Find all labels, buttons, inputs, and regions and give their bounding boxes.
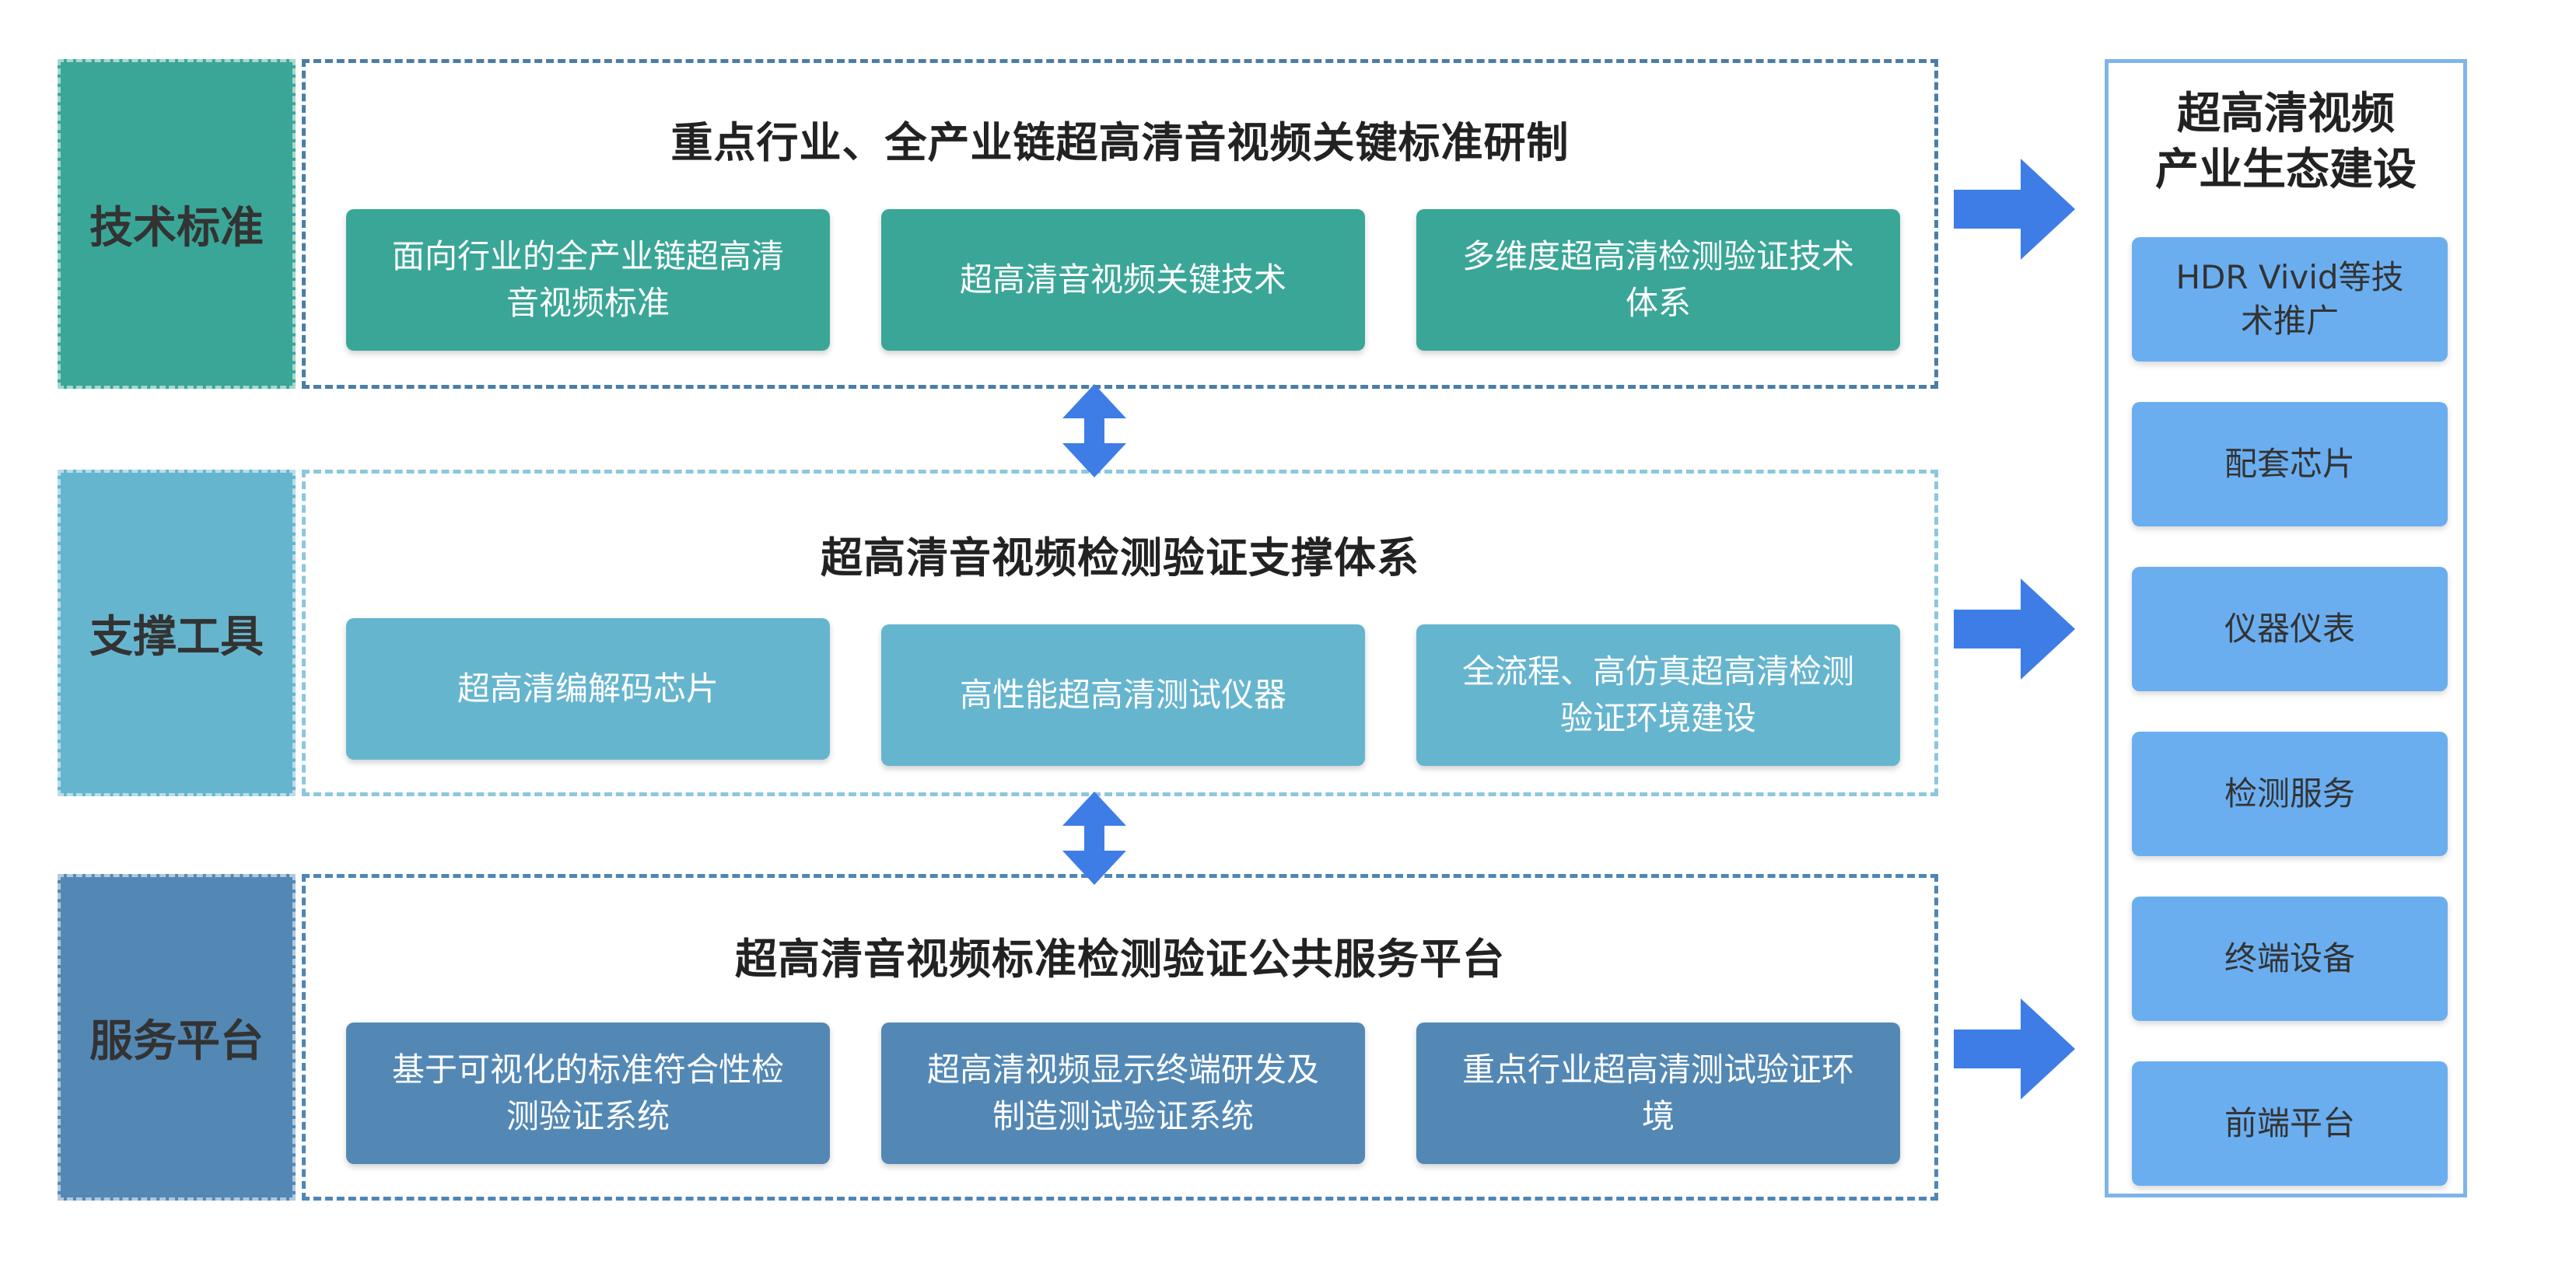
layer-label-text: 服务平台 <box>89 1016 264 1067</box>
ecosystem-panel: 超高清视频 产业生态建设 HDR Vivid等技术推广 配套芯片 仪器仪表 检测… <box>2105 59 2467 1197</box>
ecosystem-title: 超高清视频 产业生态建设 <box>2109 86 2463 198</box>
layer-label-text: 技术标准 <box>89 202 264 253</box>
layer-title: 超高清音视频标准检测验证公共服务平台 <box>735 935 1505 984</box>
ecosystem-item: 终端设备 <box>2132 897 2448 1021</box>
ecosystem-item: 配套芯片 <box>2132 402 2448 526</box>
right-arrow-icon <box>1954 998 2075 1099</box>
tech-item: 多维度超高清检测验证技术体系 <box>1416 209 1900 351</box>
double-arrow-icon <box>1062 792 1126 885</box>
layer-box-support-tools: 超高清音视频检测验证支撑体系 超高清编解码芯片 高性能超高清测试仪器 全流程、高… <box>302 470 1938 796</box>
ecosystem-item: 前端平台 <box>2132 1061 2448 1186</box>
layer-label-text: 支撑工具 <box>89 611 264 662</box>
ecosystem-item: 仪器仪表 <box>2132 567 2448 691</box>
layer-label-tech-standard: 技术标准 <box>58 59 296 389</box>
layer-title: 超高清音视频检测验证支撑体系 <box>821 533 1419 582</box>
layer-title: 重点行业、全产业链超高清音视频关键标准研制 <box>670 118 1570 167</box>
layer-box-service-platform: 超高清音视频标准检测验证公共服务平台 基于可视化的标准符合性检测验证系统 超高清… <box>302 874 1938 1201</box>
tool-item: 超高清编解码芯片 <box>346 618 830 760</box>
ecosystem-item: HDR Vivid等技术推广 <box>2132 237 2448 362</box>
layer-label-service-platform: 服务平台 <box>58 874 296 1201</box>
layer-label-support-tools: 支撑工具 <box>58 470 296 796</box>
double-arrow-icon <box>1062 384 1126 477</box>
service-item: 超高清视频显示终端研发及制造测试验证系统 <box>881 1023 1365 1164</box>
ecosystem-title-line1: 超高清视频 <box>2177 89 2395 139</box>
service-item: 基于可视化的标准符合性检测验证系统 <box>346 1023 830 1164</box>
right-arrow-icon <box>1954 159 2075 260</box>
ecosystem-title-line2: 产业生态建设 <box>2155 145 2417 195</box>
tech-item: 超高清音视频关键技术 <box>881 209 1365 351</box>
right-arrow-icon <box>1954 579 2075 680</box>
service-item: 重点行业超高清测试验证环境 <box>1416 1023 1900 1164</box>
layer-box-tech-standard: 重点行业、全产业链超高清音视频关键标准研制 面向行业的全产业链超高清音视频标准 … <box>302 59 1938 389</box>
tool-item: 全流程、高仿真超高清检测验证环境建设 <box>1416 624 1900 766</box>
tool-item: 高性能超高清测试仪器 <box>881 624 1365 766</box>
tech-item: 面向行业的全产业链超高清音视频标准 <box>346 209 830 351</box>
ecosystem-item: 检测服务 <box>2132 732 2448 856</box>
